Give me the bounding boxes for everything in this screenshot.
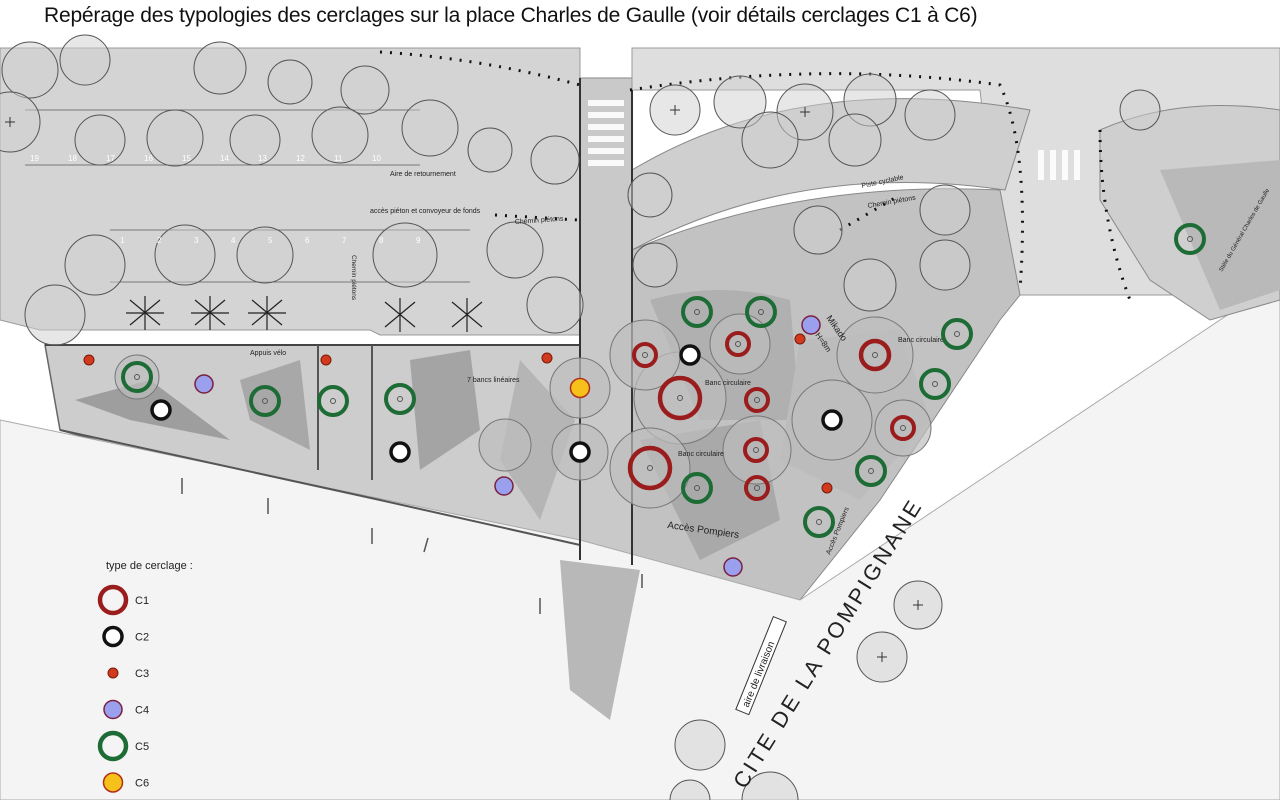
- parking-number: 9: [416, 236, 421, 245]
- legend-item-c5: C5: [97, 730, 149, 762]
- label-bancs-lineaires: 7 bancs linéaires: [467, 377, 520, 384]
- parking-number: 11: [334, 154, 343, 163]
- tree-cerclage-c1-8: [627, 445, 673, 491]
- parking-number: 5: [268, 236, 273, 245]
- tree-cerclage-c5-12: [1174, 223, 1206, 255]
- tree-cerclage-c3-3: [541, 352, 553, 364]
- tree-cerclage-c4-2: [494, 476, 514, 496]
- tree-cerclage-c5-11: [803, 506, 835, 538]
- tree-cerclage-c3-4: [794, 333, 806, 345]
- parking-number: 13: [258, 154, 267, 163]
- legend-symbol-c5: [97, 730, 129, 762]
- label-banc-circulaire-2: Banc circulaire: [678, 451, 724, 458]
- parking-number: 1: [120, 236, 125, 245]
- label-aire-retournement: Aire de retournement: [390, 171, 456, 178]
- label-appuis-velo: Appuis vélo: [250, 350, 286, 357]
- tree-cerclage-c4-3: [801, 315, 821, 335]
- tree-cerclage-c1-7: [890, 415, 916, 441]
- parking-number: 14: [220, 154, 229, 163]
- tree-cerclage-c2-3: [389, 441, 411, 463]
- tree-cerclage-c2-2: [150, 399, 172, 421]
- legend-label-c4: C4: [135, 705, 149, 717]
- legend-heading: type de cerclage :: [106, 560, 193, 572]
- tree-cerclage-c5-1: [121, 361, 153, 393]
- legend-item-c6: C6: [102, 772, 149, 793]
- tree-cerclage-c5-10: [855, 455, 887, 487]
- tree-cerclage-c5-5: [681, 296, 713, 328]
- legend-label-c5: C5: [135, 741, 149, 753]
- parking-number: 7: [342, 236, 347, 245]
- legend-symbol-c4: [103, 699, 123, 720]
- parking-number: 6: [305, 236, 310, 245]
- parking-number: 18: [68, 154, 77, 163]
- parking-number: 19: [30, 154, 39, 163]
- tree-cerclage-c4-4: [723, 557, 743, 577]
- tree-cerclage-c1-3: [657, 375, 703, 421]
- tree-cerclage-c3-5: [821, 482, 833, 494]
- tree-cerclage-c5-7: [941, 318, 973, 350]
- label-banc-circulaire-3: Banc circulaire: [898, 337, 944, 344]
- tree-cerclage-c1-6: [744, 475, 770, 501]
- parking-numbers-bottom: 1 2 3 4 5 6 7 8 9: [120, 236, 421, 245]
- tree-cerclage-c5-3: [317, 385, 349, 417]
- cerclage-markers: [83, 223, 1206, 577]
- parking-number: 8: [379, 236, 384, 245]
- tree-cerclage-c2-1: [679, 344, 701, 366]
- tree-trunk-marks: [5, 105, 923, 662]
- tree-cerclage-c5-2: [249, 385, 281, 417]
- tree-cerclage-c1-1: [632, 342, 658, 368]
- tree-cerclage-c1-2: [725, 331, 751, 357]
- tree-cerclage-c2-4: [569, 441, 591, 463]
- legend-item-c4: C4: [103, 699, 149, 720]
- parking-numbers-top: 19 18 17 16 15 14 13 12 11 10: [30, 154, 381, 163]
- tree-cerclage-c1-9: [858, 338, 892, 372]
- legend-label-c1: C1: [135, 595, 149, 607]
- label-chemin-pietons-vertical: Chemin piétons: [350, 255, 357, 301]
- label-banc-circulaire-1: Banc circulaire: [705, 380, 751, 387]
- legend-symbol-c6: [102, 772, 124, 793]
- parking-number: 16: [144, 154, 153, 163]
- tree-cerclage-c1-4: [744, 387, 770, 413]
- tree-cerclage-c5-8: [919, 368, 951, 400]
- young-trees: [126, 296, 483, 332]
- label-chemin-pietons-1: Chemin piétons: [515, 216, 565, 226]
- parking-number: 12: [296, 154, 305, 163]
- parking-number: 15: [182, 154, 191, 163]
- parking-number: 10: [372, 154, 381, 163]
- parking-number: 4: [231, 236, 236, 245]
- tree-cerclage-c3-1: [83, 354, 95, 366]
- page-title: Repérage des typologies des cerclages su…: [44, 4, 978, 27]
- parking-number: 17: [106, 154, 115, 163]
- tree-cerclage-c4-1: [194, 374, 214, 394]
- legend-item-c3: C3: [107, 667, 149, 680]
- tree-cerclage-c5-4: [384, 383, 416, 415]
- tree-cerclage-c6-1: [569, 377, 591, 399]
- legend-item-c2: C2: [102, 625, 149, 648]
- parking-number: 3: [194, 236, 199, 245]
- tree-cerclage-c3-2: [320, 354, 332, 366]
- tree-cerclage-c2-5: [821, 409, 843, 431]
- legend-symbol-c1: [97, 584, 129, 616]
- legend-label-c6: C6: [135, 778, 149, 790]
- tree-cerclage-c5-6: [745, 296, 777, 328]
- tree-cerclage-c5-9: [681, 472, 713, 504]
- label-acces-pieton: accès piéton et convoyeur de fonds: [370, 208, 481, 215]
- legend-symbol-c2: [102, 625, 124, 648]
- parking-number: 2: [157, 236, 162, 245]
- tree-cerclage-c1-5: [743, 437, 769, 463]
- legend-label-c2: C2: [135, 632, 149, 644]
- legend-symbol-c3: [107, 667, 119, 679]
- legend-label-c3: C3: [135, 668, 149, 680]
- legend-item-c1: C1: [97, 584, 149, 616]
